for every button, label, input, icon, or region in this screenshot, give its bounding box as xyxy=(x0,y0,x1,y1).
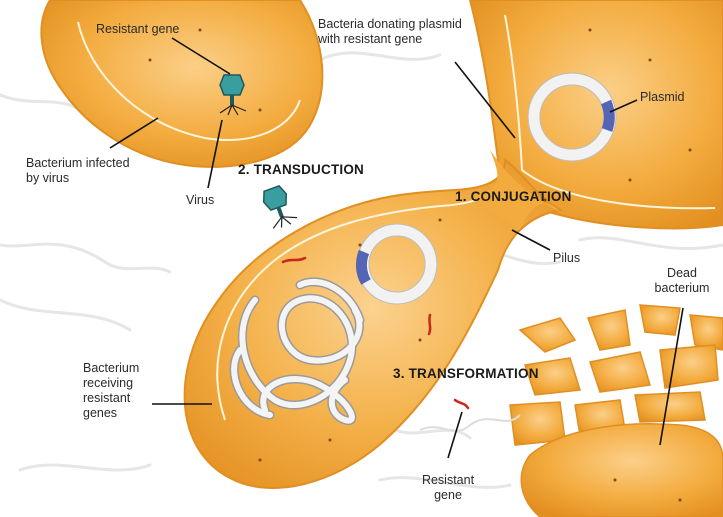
leader-resistant-gene-bottom xyxy=(448,412,462,458)
label-receiving-bacterium: Bacterium receiving resistant genes xyxy=(83,361,139,421)
step-transduction: 2. TRANSDUCTION xyxy=(238,162,364,177)
step-transformation: 3. TRANSFORMATION xyxy=(393,366,539,381)
label-resistant-gene-bottom: Resistant gene xyxy=(408,473,488,503)
label-plasmid: Plasmid xyxy=(640,90,684,105)
label-pilus: Pilus xyxy=(553,251,580,266)
infected-bacterium xyxy=(41,0,322,167)
dead-bacterium xyxy=(510,305,723,517)
free-dna-strand xyxy=(420,415,520,431)
label-infected-bacterium: Bacterium infected by virus xyxy=(26,156,130,186)
label-resistant-gene-top: Resistant gene xyxy=(96,22,179,37)
label-donor-bacteria: Bacteria donating plasmid with resistant… xyxy=(318,17,462,47)
step-conjugation: 1. CONJUGATION xyxy=(455,189,572,204)
label-virus: Virus xyxy=(186,193,214,208)
leader-pilus xyxy=(512,230,550,250)
label-dead-bacterium: Dead bacterium xyxy=(646,266,718,296)
virus-free-icon xyxy=(260,184,298,230)
